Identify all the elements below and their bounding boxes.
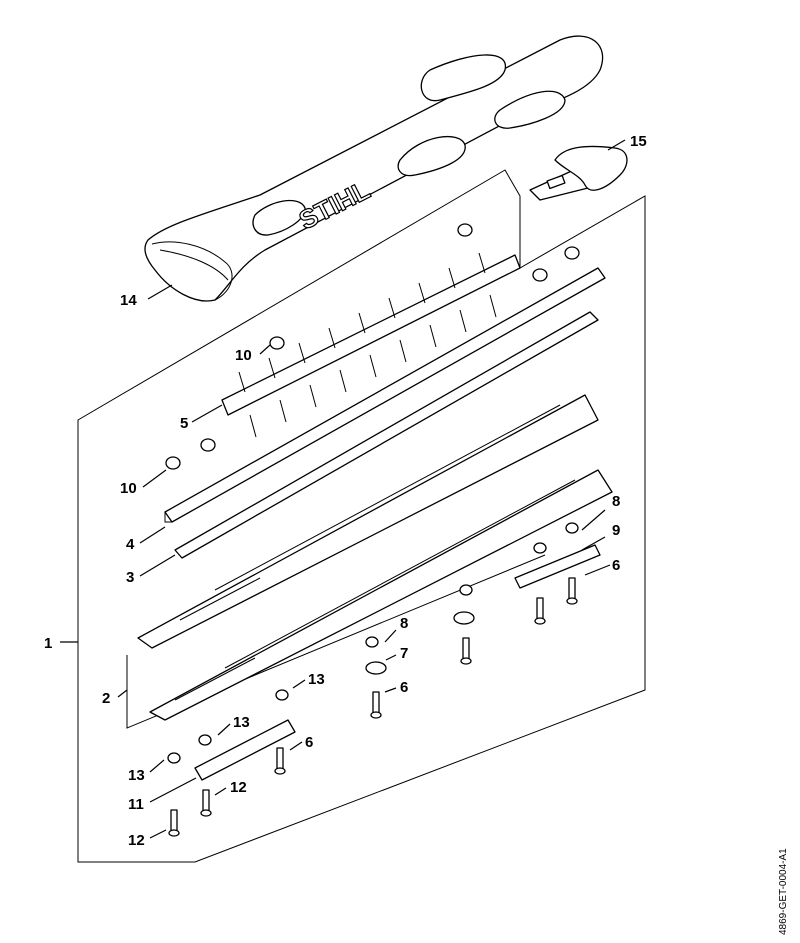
washer-part-7-b [453, 611, 475, 625]
callout-3: 3 [126, 569, 134, 586]
callout-13-c: 13 [128, 767, 145, 784]
callout-13-b: 13 [233, 714, 250, 731]
callout-6-b: 6 [400, 679, 408, 696]
plate-part-9 [514, 544, 601, 589]
sleeve-part-8-d [459, 584, 473, 596]
screw-part-6-e [274, 747, 286, 775]
callout-8-a: 8 [612, 493, 620, 510]
callout-1: 1 [44, 635, 52, 652]
callout-4: 4 [126, 536, 135, 553]
sleeve-part-13-c [167, 752, 181, 764]
callout-10-a: 10 [235, 347, 252, 364]
plate-part-11 [194, 719, 296, 781]
callout-7: 7 [400, 645, 408, 662]
callout-6-c: 6 [305, 734, 313, 751]
callout-13-a: 13 [308, 671, 325, 688]
callout-labels: 1 2 3 4 5 10 10 14 15 8 9 6 8 7 6 13 13 … [44, 133, 647, 849]
leader-lines [60, 139, 626, 839]
blade-guard-part-15 [529, 145, 628, 201]
screw-part-12-b [168, 809, 180, 837]
screw-part-6-b [534, 597, 546, 625]
callout-10-b: 10 [120, 480, 137, 497]
spacer-strip-part-3 [174, 311, 599, 559]
screw-part-12-a [200, 789, 212, 817]
document-id: 4869-GET-0004-A1 [778, 848, 789, 935]
washer-part-7 [365, 661, 387, 675]
callout-11: 11 [128, 796, 144, 813]
nut-part-10-f [564, 246, 580, 260]
screw-part-6-c [370, 691, 382, 719]
lower-blade-part-2 [149, 469, 613, 721]
sleeve-part-8-c [533, 542, 547, 554]
assembly-frame [77, 169, 646, 863]
nut-part-10-a [269, 336, 285, 350]
screw-part-6-d [460, 637, 472, 665]
callout-6-a: 6 [612, 557, 620, 574]
sleeve-part-8-a [565, 522, 579, 534]
sleeve-part-8-b [365, 636, 379, 648]
callout-12-b: 12 [128, 832, 145, 849]
cutter-link-part-5 [221, 252, 521, 438]
callout-5: 5 [180, 415, 188, 432]
nut-part-10-b [165, 456, 181, 470]
callout-15: 15 [630, 133, 647, 150]
upper-blade-part-1 [137, 394, 599, 649]
guide-bar-part-4 [164, 267, 606, 523]
screw-part-6-a [566, 577, 578, 605]
callout-14: 14 [120, 292, 137, 309]
nut-part-10-d [457, 223, 473, 237]
callout-12-a: 12 [230, 779, 247, 796]
callout-2: 2 [102, 690, 110, 707]
sleeve-part-13-a [275, 689, 289, 701]
nut-part-10-c [200, 438, 216, 452]
blade-cover-part-14: STIHL [144, 35, 604, 302]
callout-8-b: 8 [400, 615, 408, 632]
sleeve-part-13-b [198, 734, 212, 746]
nut-part-10-e [532, 268, 548, 282]
callout-9: 9 [612, 522, 620, 539]
